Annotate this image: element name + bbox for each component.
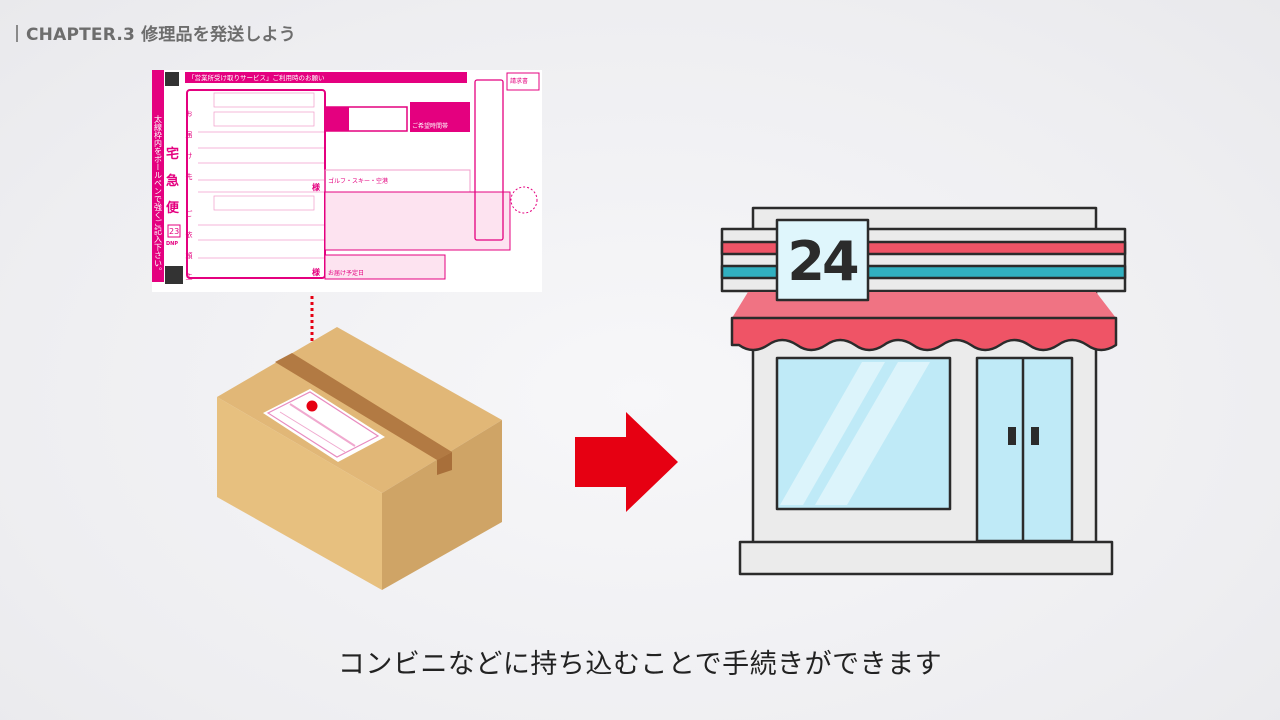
waybill-invoice: 請求書 bbox=[510, 77, 528, 85]
waybill-side-text: 太線枠内をボールペンで強くご記入下さい。 bbox=[154, 114, 163, 275]
waybill-from-label: ご依頼主 bbox=[185, 209, 193, 292]
waybill-form-image: 太線枠内をボールペンで強くご記入下さい。 宅 急 便 23 DNP 「営業所受け… bbox=[152, 70, 542, 292]
waybill-delivery-time: ご希望時間帯 bbox=[412, 122, 448, 130]
packing-tape bbox=[275, 353, 452, 460]
store-sign-24 bbox=[775, 218, 870, 302]
waybill-delivery-date: お届け予定日 bbox=[328, 269, 364, 277]
chapter-number: CHAPTER.3 bbox=[26, 25, 136, 45]
waybill-brand-2: 急 bbox=[166, 173, 179, 189]
header-divider bbox=[16, 25, 18, 42]
door-handle-right bbox=[1031, 427, 1039, 445]
waybill-brand-3: 便 bbox=[166, 200, 180, 216]
waybill-honorific-2: 様 bbox=[312, 267, 321, 277]
label-marker-dot bbox=[306, 400, 318, 412]
awning bbox=[730, 316, 1118, 352]
waybill-golf: ゴルフ・スキー・空港 bbox=[328, 177, 388, 185]
cardboard-box bbox=[217, 327, 502, 590]
arrow-right-icon bbox=[575, 412, 678, 512]
store-base bbox=[738, 540, 1114, 576]
waybill-code: 23 bbox=[169, 227, 179, 236]
store-door bbox=[975, 356, 1074, 543]
door-handle-left bbox=[1008, 427, 1016, 445]
waybill-banner: 「営業所受け取りサービス」ご利用時のお願い bbox=[188, 73, 325, 82]
waybill-honorific-1: 様 bbox=[312, 182, 321, 192]
waybill-printer: DNP bbox=[166, 241, 178, 247]
waybill-to-label: お届け先 bbox=[185, 110, 193, 194]
waybill-brand-1: 宅 bbox=[166, 146, 179, 162]
chapter-title: 修理品を発送しよう bbox=[141, 25, 296, 45]
store-sign-text: 24 bbox=[787, 230, 858, 293]
chapter-header: CHAPTER.3 修理品を発送しよう bbox=[16, 20, 296, 45]
slide-caption: コンビニなどに持ち込むことで手続きができます bbox=[337, 649, 943, 680]
convenience-store bbox=[720, 206, 1127, 576]
